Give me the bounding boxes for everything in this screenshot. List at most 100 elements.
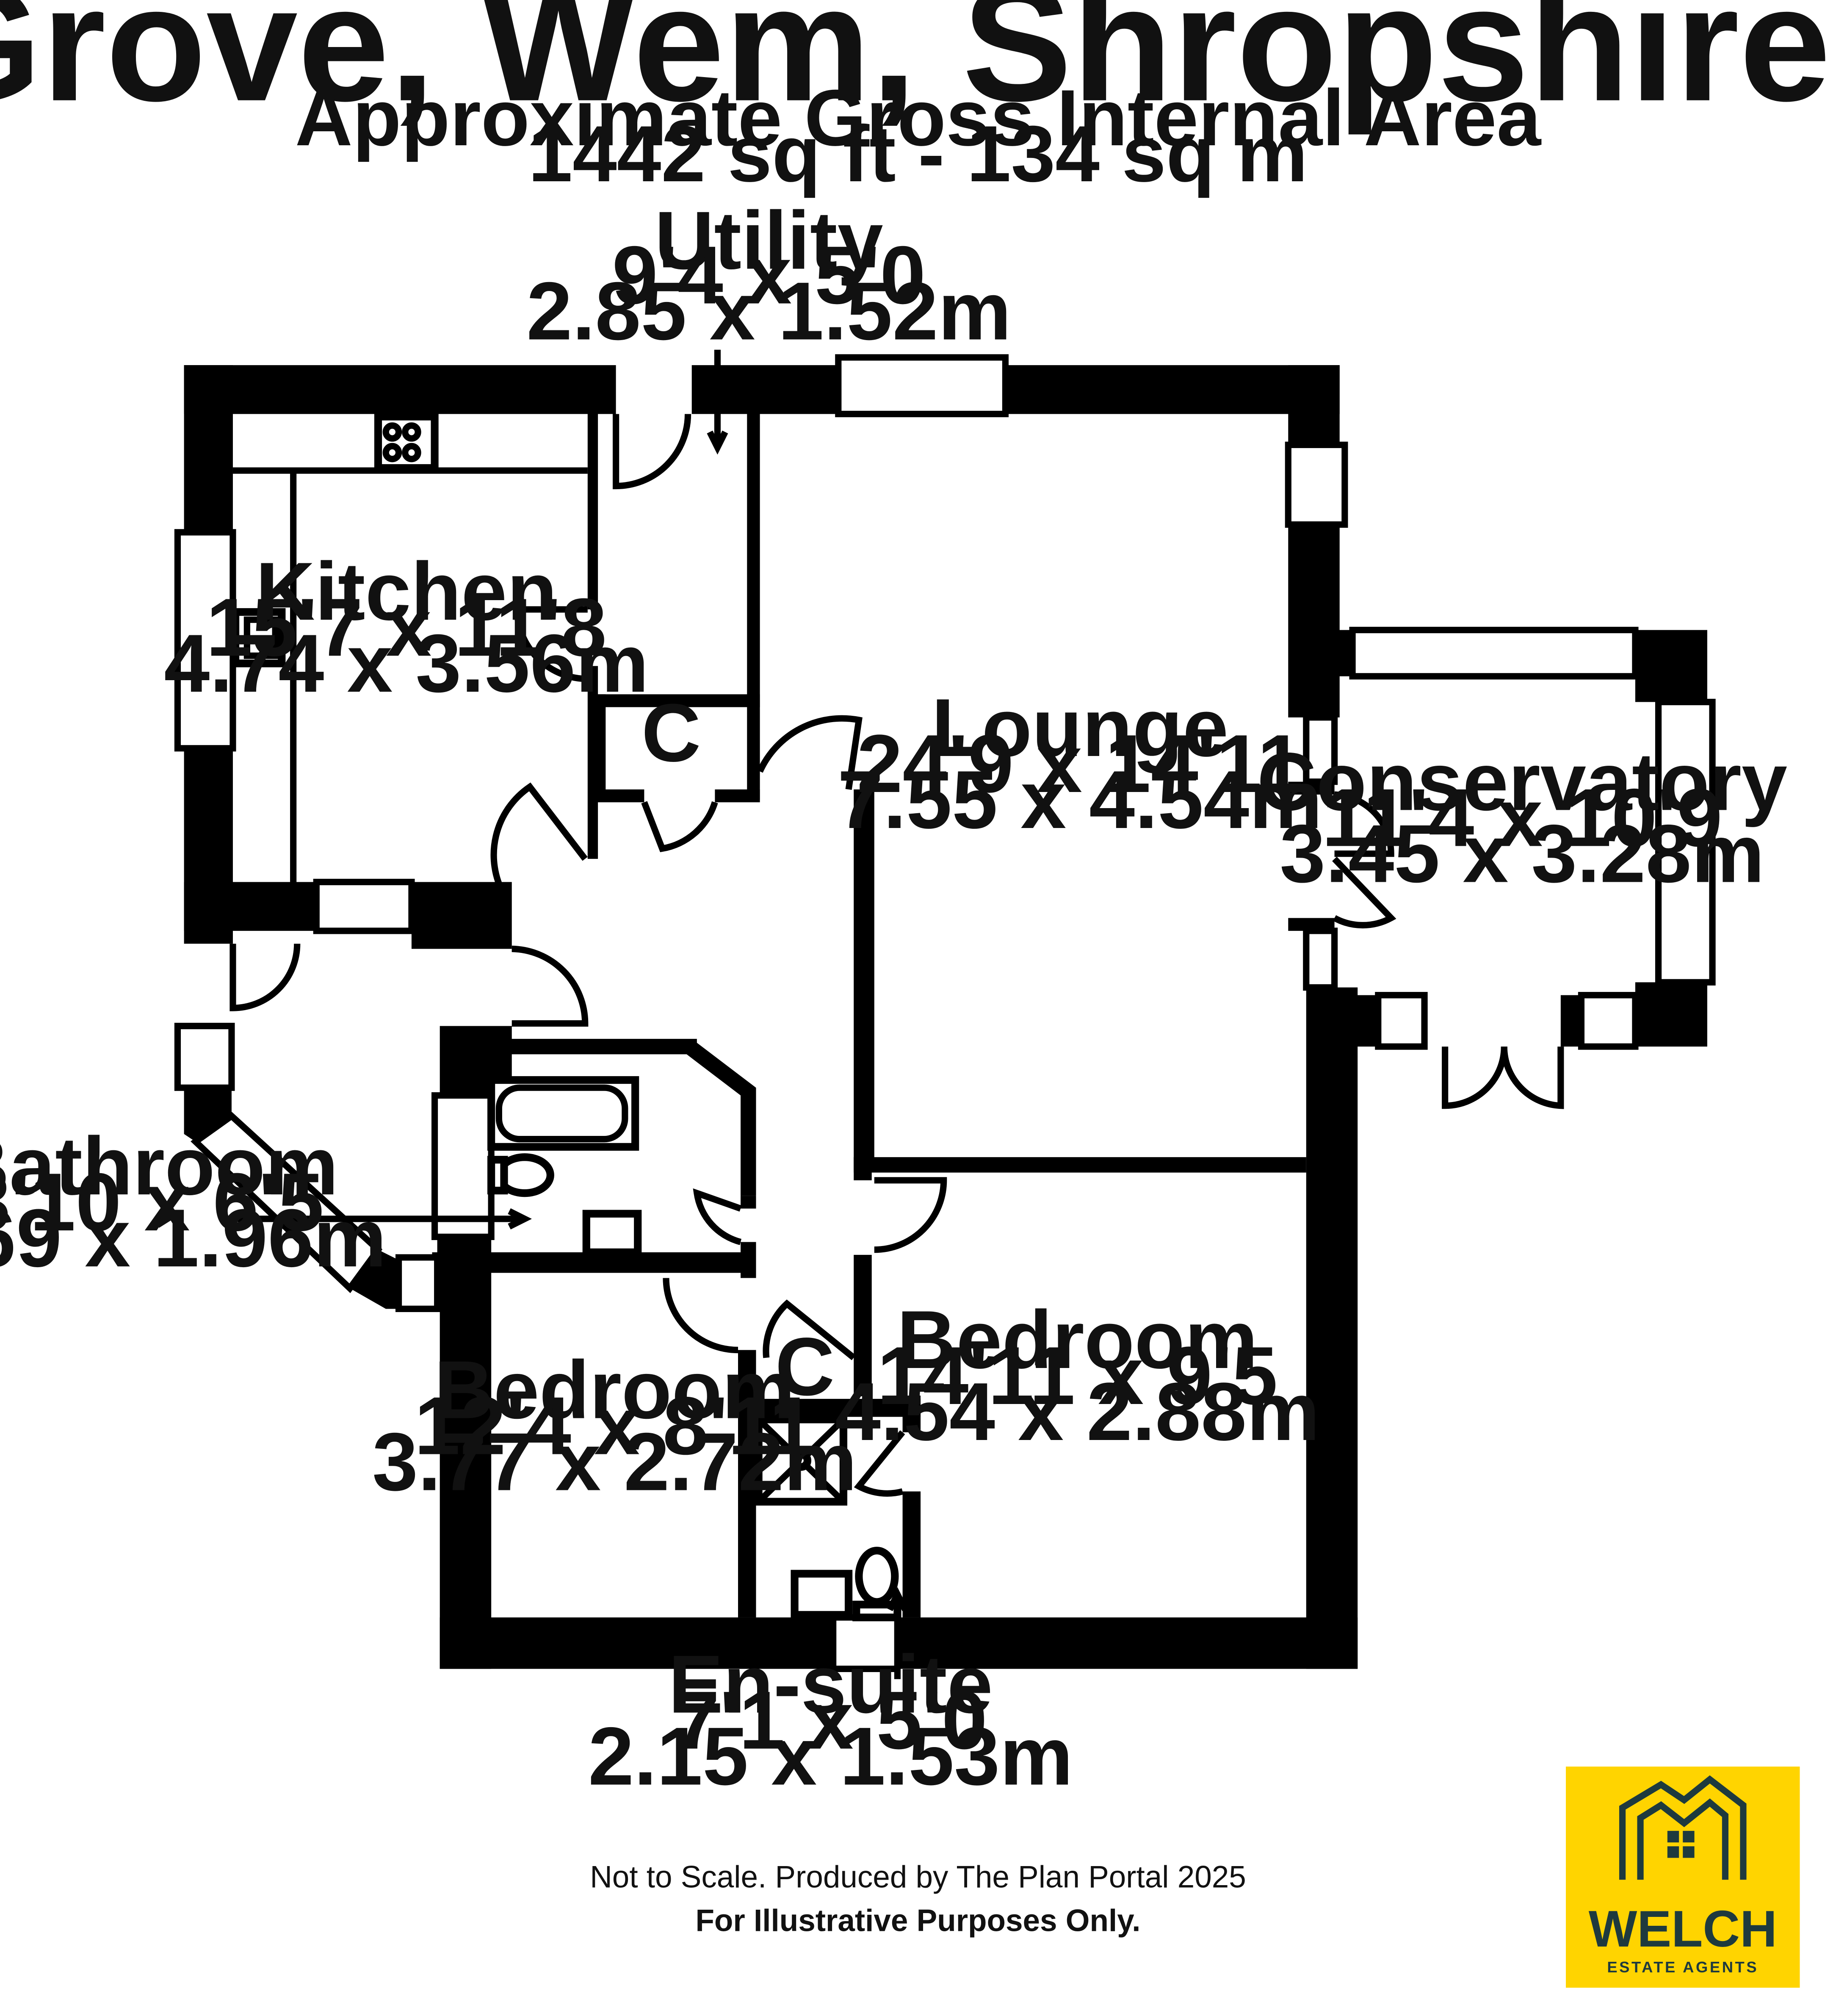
wall [592, 789, 644, 803]
door [874, 1177, 947, 1253]
wall [738, 1350, 756, 1617]
wall [184, 1088, 232, 1142]
wall [491, 1038, 697, 1055]
room-imperial: 14'11 x 9'5 [877, 1330, 1277, 1422]
wall [592, 694, 606, 800]
logo-background [1566, 1767, 1800, 1988]
window [1285, 441, 1348, 528]
wall [902, 1398, 921, 1432]
window-icon [1667, 1830, 1695, 1858]
wall [741, 1196, 756, 1209]
door [641, 801, 718, 853]
wall [184, 365, 616, 414]
window [1303, 714, 1338, 785]
door [757, 715, 863, 790]
room-name: Utility [655, 194, 883, 286]
wall [854, 1254, 872, 1396]
window [1349, 626, 1639, 680]
window [191, 1112, 383, 1293]
logo-name: WELCH [1589, 1900, 1777, 1958]
room-label-bedroom-1: Bedroom 14'11 x 9'5 4.54 x 2.88m [835, 1294, 1320, 1458]
room-imperial: 12'4 x 8'11 [415, 1380, 815, 1472]
wall [1306, 987, 1358, 1669]
room-label-conservatory: Conservatory 11'4 x 10'9 3.45 x 3.28m [1257, 736, 1787, 900]
room-metric: 4.74 x 3.56m [164, 618, 649, 709]
room-label-kitchen: Kitchen 15'7 x 11'8 4.74 x 3.56m [164, 546, 649, 709]
room-name: En-suite [668, 1639, 993, 1731]
door [512, 945, 589, 1027]
hob-ring [382, 422, 402, 442]
door [230, 944, 301, 1011]
window [1655, 698, 1716, 986]
room-label-utility: Utility 9'4 x 5'0 2.85 x 1.52m [526, 194, 1011, 357]
wall [592, 694, 760, 707]
wall [897, 1617, 1358, 1669]
room-metric: 2.85 x 1.52m [526, 265, 1011, 357]
room-metric: 7.55 x 4.54m [838, 754, 1322, 846]
room-imperial: 7'1 x 5'0 [674, 1675, 987, 1767]
wall [1635, 982, 1707, 1047]
room-name: Conservatory [1257, 736, 1787, 828]
wall [1288, 524, 1340, 717]
door [1334, 791, 1394, 857]
cupboard-label: C [641, 687, 701, 779]
wall [1288, 365, 1340, 445]
wall [440, 1257, 492, 1669]
room-label-lounge: Lounge 24'9 x 14'11 7.55 x 4.54m [838, 682, 1322, 846]
window [1303, 928, 1338, 991]
wall [350, 1249, 399, 1309]
house-icon [1619, 1775, 1747, 1880]
room-name: Bathroom [0, 1120, 338, 1212]
wall [1635, 630, 1707, 702]
door [693, 1188, 742, 1245]
toilet-cistern [487, 1156, 508, 1195]
door [854, 1430, 905, 1497]
area-value: 1442 sq ft - 134 sq m [528, 109, 1308, 198]
wall [411, 882, 512, 949]
wall [686, 1038, 756, 1196]
door [490, 782, 588, 897]
wall [854, 1157, 872, 1180]
door [1501, 1047, 1564, 1109]
cupboard-label: C [775, 1321, 835, 1413]
windows [174, 354, 1716, 1672]
room-metric: 2.69 x 1.96m [0, 1192, 387, 1284]
room-metric: 3.45 x 3.28m [1280, 808, 1764, 900]
bath-inner [495, 1084, 628, 1143]
window [313, 878, 415, 934]
hob-ring [382, 443, 402, 462]
welch-logo: WELCH ESTATE AGENTS [1566, 1767, 1800, 1988]
basin [791, 1570, 853, 1619]
kitchen-sink-bowl [243, 616, 279, 659]
shower-drain [791, 1450, 812, 1471]
wall [440, 1617, 833, 1669]
door [1442, 1047, 1507, 1109]
room-name: Bedroom [897, 1294, 1258, 1386]
wall [747, 414, 760, 800]
room-label-bathroom: Bathroom 8'10 x 6'5 2.69 x 1.96m [0, 1120, 387, 1284]
wall [854, 789, 874, 1170]
door [763, 1299, 856, 1360]
window [395, 1254, 441, 1312]
room-metric: 4.54 x 2.88m [835, 1366, 1320, 1458]
page-title: 5, Cedar Grove, Wem, Shropshire, SY4 5DQ [0, 0, 1836, 136]
wall [1560, 995, 1582, 1047]
room-metric: 3.77 x 2.72m [372, 1416, 857, 1508]
wall [738, 1398, 921, 1417]
window [431, 1092, 495, 1240]
wall [587, 414, 598, 609]
room-metric: 2.15 x 1.53m [588, 1711, 1073, 1803]
door [663, 1278, 738, 1354]
room-name: Bedroom [434, 1344, 795, 1436]
hob-ring [402, 443, 421, 462]
basin [582, 1210, 642, 1256]
window [835, 354, 1009, 418]
door [613, 414, 691, 490]
window [1578, 992, 1639, 1050]
area-label: Approximate Gross Internal Area [295, 73, 1542, 162]
room-name: Lounge [932, 682, 1228, 774]
wall [1334, 995, 1378, 1047]
hob-ring [402, 422, 421, 442]
doors [230, 414, 1564, 1497]
